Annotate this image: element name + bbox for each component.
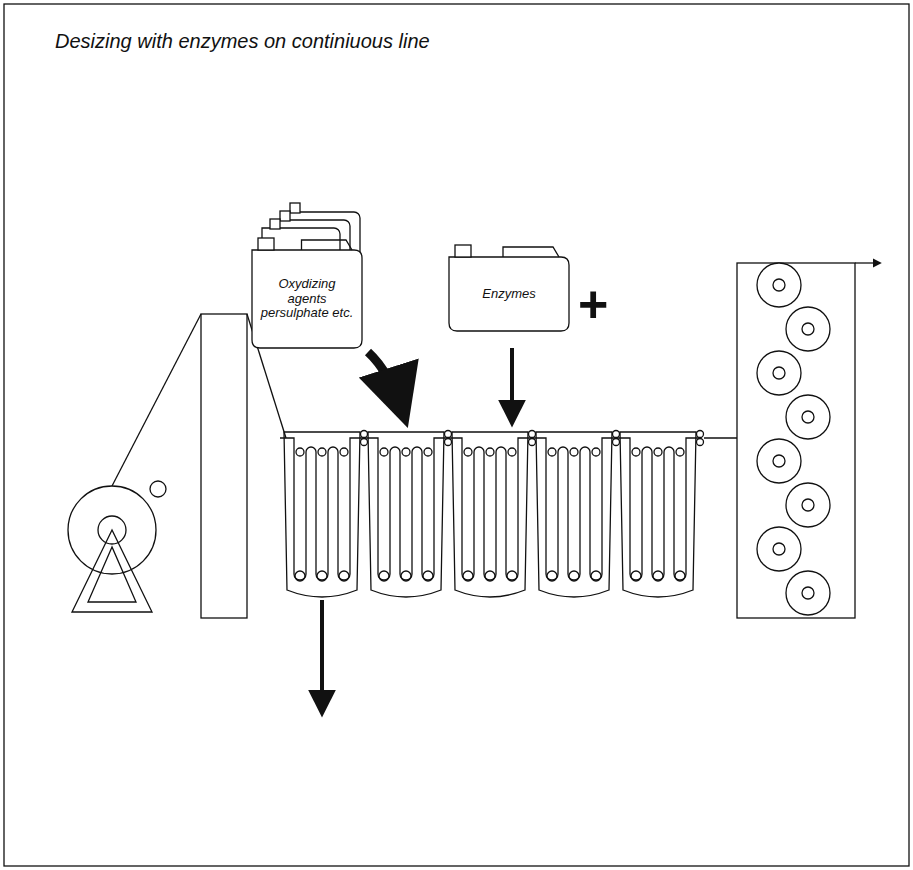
canister-label: Oxydizing agents persulphate etc.	[252, 277, 362, 322]
enzyme-feed-arrow	[510, 348, 514, 422]
oxidizer-feed-arrow	[368, 352, 404, 416]
diagram-title: Desizing with enzymes on continiuous lin…	[55, 30, 430, 53]
canister-label: Enzymes	[474, 287, 543, 302]
column	[201, 314, 247, 618]
fabric-roll	[68, 314, 201, 612]
frame	[4, 4, 909, 866]
operator-symbol: +	[578, 278, 608, 330]
canister: Enzymes	[449, 243, 569, 331]
canister: Oxydizing agents persulphate etc.	[252, 236, 362, 348]
drying-cylinders	[737, 263, 880, 618]
wash-tanks	[280, 431, 737, 598]
drain-arrow	[320, 600, 324, 712]
